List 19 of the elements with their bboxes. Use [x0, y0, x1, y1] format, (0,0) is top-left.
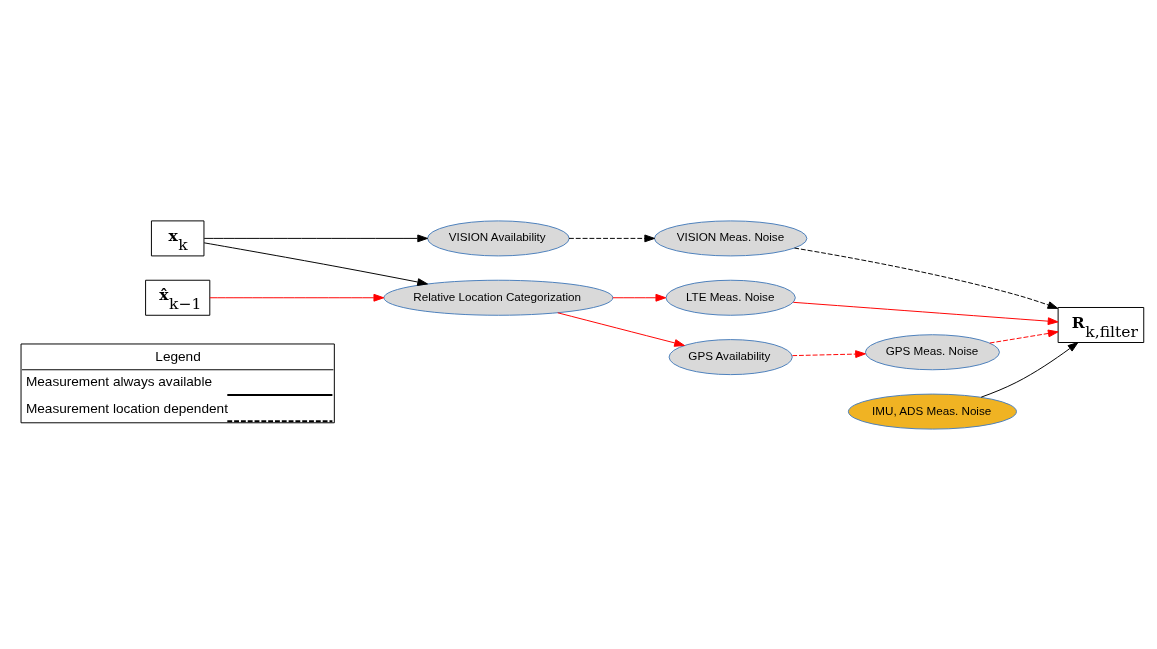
arrow	[203, 241, 428, 286]
node-ellipse: LTE Meas. Noise	[665, 279, 796, 316]
node-ellipse: VISION Availability	[427, 219, 570, 256]
arrow	[792, 301, 1059, 325]
node-ellipse: IMU, ADS Meas. Noise	[847, 393, 1017, 430]
label: Legend	[155, 348, 201, 364]
legend-label: Measurement location dependent	[25, 400, 228, 416]
arrow	[989, 329, 1059, 343]
legend-label: Measurement always available	[25, 373, 212, 389]
node-ellipse: GPS Meas. Noise	[864, 333, 1000, 370]
arrow	[209, 293, 385, 302]
arrow	[791, 349, 866, 358]
arrow	[612, 293, 667, 302]
arrow	[568, 234, 656, 242]
node-ellipse: VISION Meas. Noise	[653, 219, 808, 256]
arrow	[557, 311, 685, 347]
arrow	[793, 247, 1059, 309]
arrow	[980, 341, 1079, 398]
arrow	[203, 234, 428, 242]
